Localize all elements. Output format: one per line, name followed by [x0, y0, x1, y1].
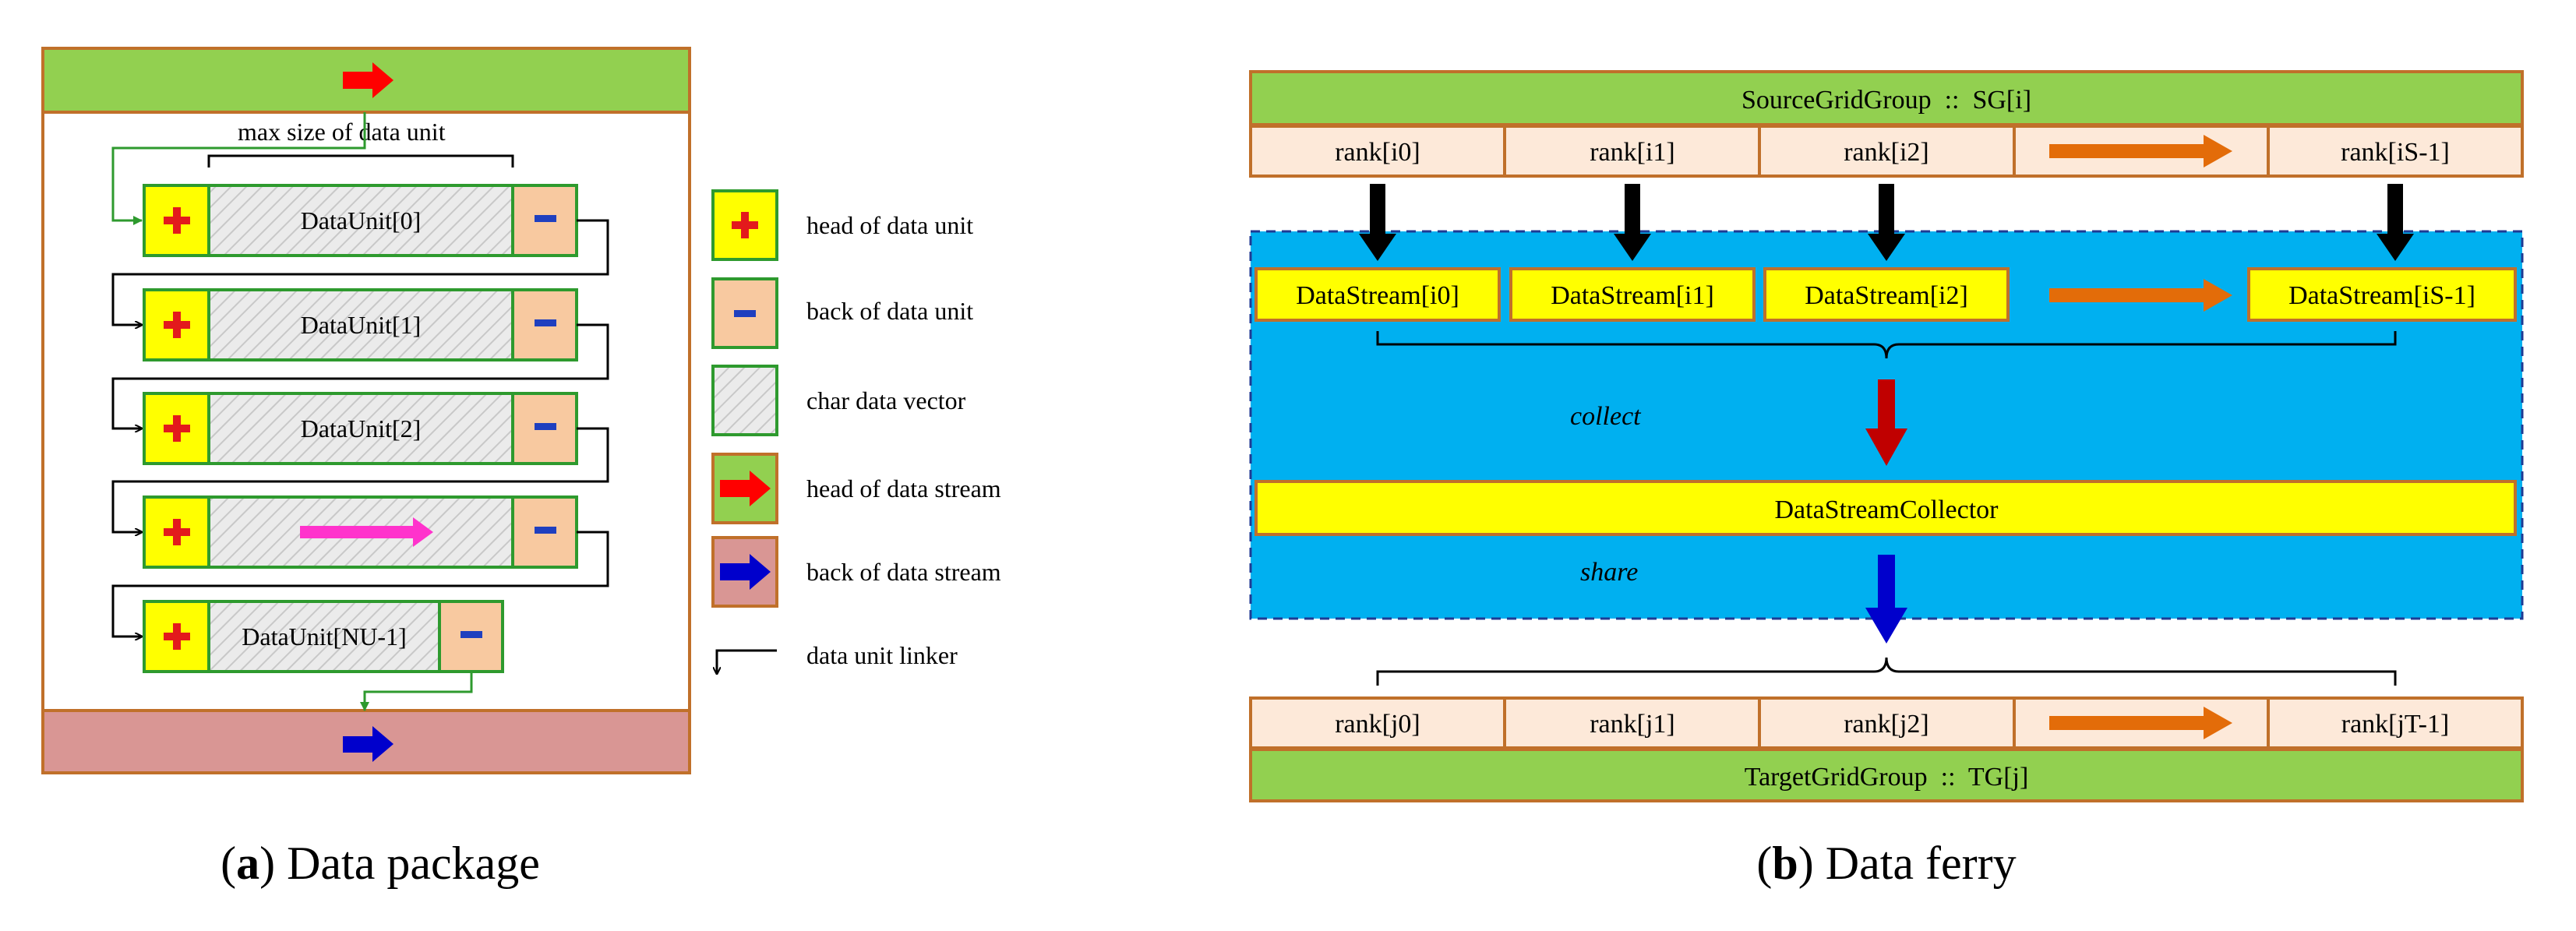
down-arrow-icon: [1868, 184, 1905, 261]
orange-arrow-icon: [2049, 707, 2232, 739]
target-rank-label: rank[j0]: [1335, 710, 1420, 739]
red-arrow-icon: [343, 62, 393, 98]
plus-icon: [164, 623, 190, 650]
data-unit-1: DataUnit[1]: [143, 288, 578, 361]
max-size-label: max size of data unit: [238, 118, 446, 146]
legend-item-back-unit: back of data unit: [711, 277, 973, 349]
target-group-label: TargetGridGroup :: TG[j]: [1745, 763, 2029, 792]
data-stream-label: DataStream[i0]: [1296, 281, 1459, 310]
minus-icon: [535, 423, 556, 430]
legend-item-head-stream: head of data stream: [711, 453, 1001, 524]
source-rank-label: rank[i1]: [1590, 138, 1675, 167]
source-rank-label: rank[i2]: [1844, 138, 1929, 167]
data-unit-label: DataUnit[0]: [301, 206, 422, 235]
target-rank-label: rank[j1]: [1590, 710, 1675, 739]
blue-arrow-icon: [720, 554, 771, 590]
minus-icon: [535, 319, 556, 326]
source-rank-row: rank[i0] rank[i1] rank[i2] rank[iS-1]: [1249, 125, 2524, 178]
orange-arrow-icon: [2049, 135, 2232, 168]
linker-icon: [717, 649, 777, 674]
minus-icon: [535, 215, 556, 222]
caption-b-letter: b: [1772, 838, 1798, 889]
share-label: share: [1580, 558, 1638, 587]
target-rank-label: rank[j2]: [1844, 710, 1929, 739]
collect-arrow-icon: [1865, 379, 1907, 466]
data-stream-row: DataStream[i0] DataStream[i1] DataStream…: [1254, 267, 2517, 322]
minus-icon: [535, 527, 556, 534]
data-unit-0: DataUnit[0]: [143, 184, 578, 257]
legend-label: head of data stream: [806, 474, 1001, 503]
legend-label: data unit linker: [806, 641, 958, 669]
panel-a-data-package: max size of data unit DataUnit[0] DataUn…: [41, 47, 1001, 889]
plus-icon: [164, 207, 190, 234]
plus-icon: [164, 312, 190, 338]
plus-icon: [732, 212, 758, 238]
legend-item-linker: data unit linker: [717, 641, 958, 674]
source-rank-label: rank[i0]: [1335, 138, 1420, 167]
data-stream-label: DataStream[i2]: [1805, 281, 1968, 310]
down-arrow-icon: [1359, 184, 1396, 261]
source-group-bar: [1249, 70, 2524, 126]
minus-icon: [734, 310, 756, 317]
source-rank-label: rank[iS-1]: [2341, 138, 2450, 167]
rank-to-stream-arrows: [1359, 184, 2414, 261]
legend-label: back of data unit: [806, 297, 973, 325]
data-unit-linkers: [111, 219, 609, 637]
target-group-bar: [1249, 748, 2524, 802]
collector-label: DataStreamCollector: [1774, 495, 1999, 524]
legend-label: char data vector: [806, 386, 966, 414]
collector-bar: [1254, 480, 2517, 536]
data-unit-last: DataUnit[NU-1]: [143, 600, 504, 673]
legend: head of data unit back of data unit char…: [711, 189, 1001, 674]
data-unit-label: DataUnit[NU-1]: [242, 622, 406, 651]
down-arrow-icon: [1614, 184, 1651, 261]
down-arrow-icon: [2377, 184, 2414, 261]
orange-arrow-icon: [2049, 279, 2232, 312]
data-unit-ellipsis: [143, 495, 578, 569]
exit-pointer: [360, 672, 473, 711]
legend-item-head-unit: head of data unit: [711, 189, 973, 261]
data-stream-label: DataStream[i1]: [1551, 281, 1714, 310]
data-unit-label: DataUnit[2]: [301, 414, 422, 443]
data-unit-2: DataUnit[2]: [143, 392, 578, 465]
red-arrow-icon: [720, 471, 771, 506]
target-rank-label: rank[jT-1]: [2341, 710, 2449, 739]
entry-pointer: [111, 112, 366, 225]
caption-a-letter: a: [236, 838, 259, 889]
caption-b-text: Data ferry: [1826, 838, 2017, 889]
data-unit-label: DataUnit[1]: [301, 311, 422, 339]
caption-a-text: Data package: [287, 838, 540, 889]
data-stream-label: DataStream[iS-1]: [2288, 281, 2475, 310]
caption-a: (a) Data package: [221, 838, 540, 889]
blue-arrow-icon: [343, 726, 393, 762]
panel-b-data-ferry: SourceGridGroup :: SG[i] rank[i0] rank[i…: [1249, 70, 2524, 889]
legend-item-back-stream: back of data stream: [711, 536, 1001, 608]
plus-icon: [164, 519, 190, 545]
source-group-label: SourceGridGroup :: SG[i]: [1741, 86, 2031, 115]
target-rank-row: rank[j0] rank[j1] rank[j2] rank[jT-1]: [1249, 696, 2524, 749]
share-arrow-icon: [1865, 555, 1907, 644]
collect-brace: [1376, 331, 2397, 359]
legend-label: head of data unit: [806, 211, 973, 239]
plus-icon: [164, 415, 190, 442]
minus-icon: [461, 631, 482, 638]
share-brace: [1376, 657, 2397, 686]
max-size-bracket: [207, 154, 514, 168]
legend-item-char-vector: char data vector: [711, 365, 966, 436]
caption-b: (b) Data ferry: [1756, 838, 2016, 889]
collect-label: collect: [1570, 402, 1642, 431]
pink-arrow-icon: [300, 517, 433, 547]
legend-label: back of data stream: [806, 558, 1001, 586]
